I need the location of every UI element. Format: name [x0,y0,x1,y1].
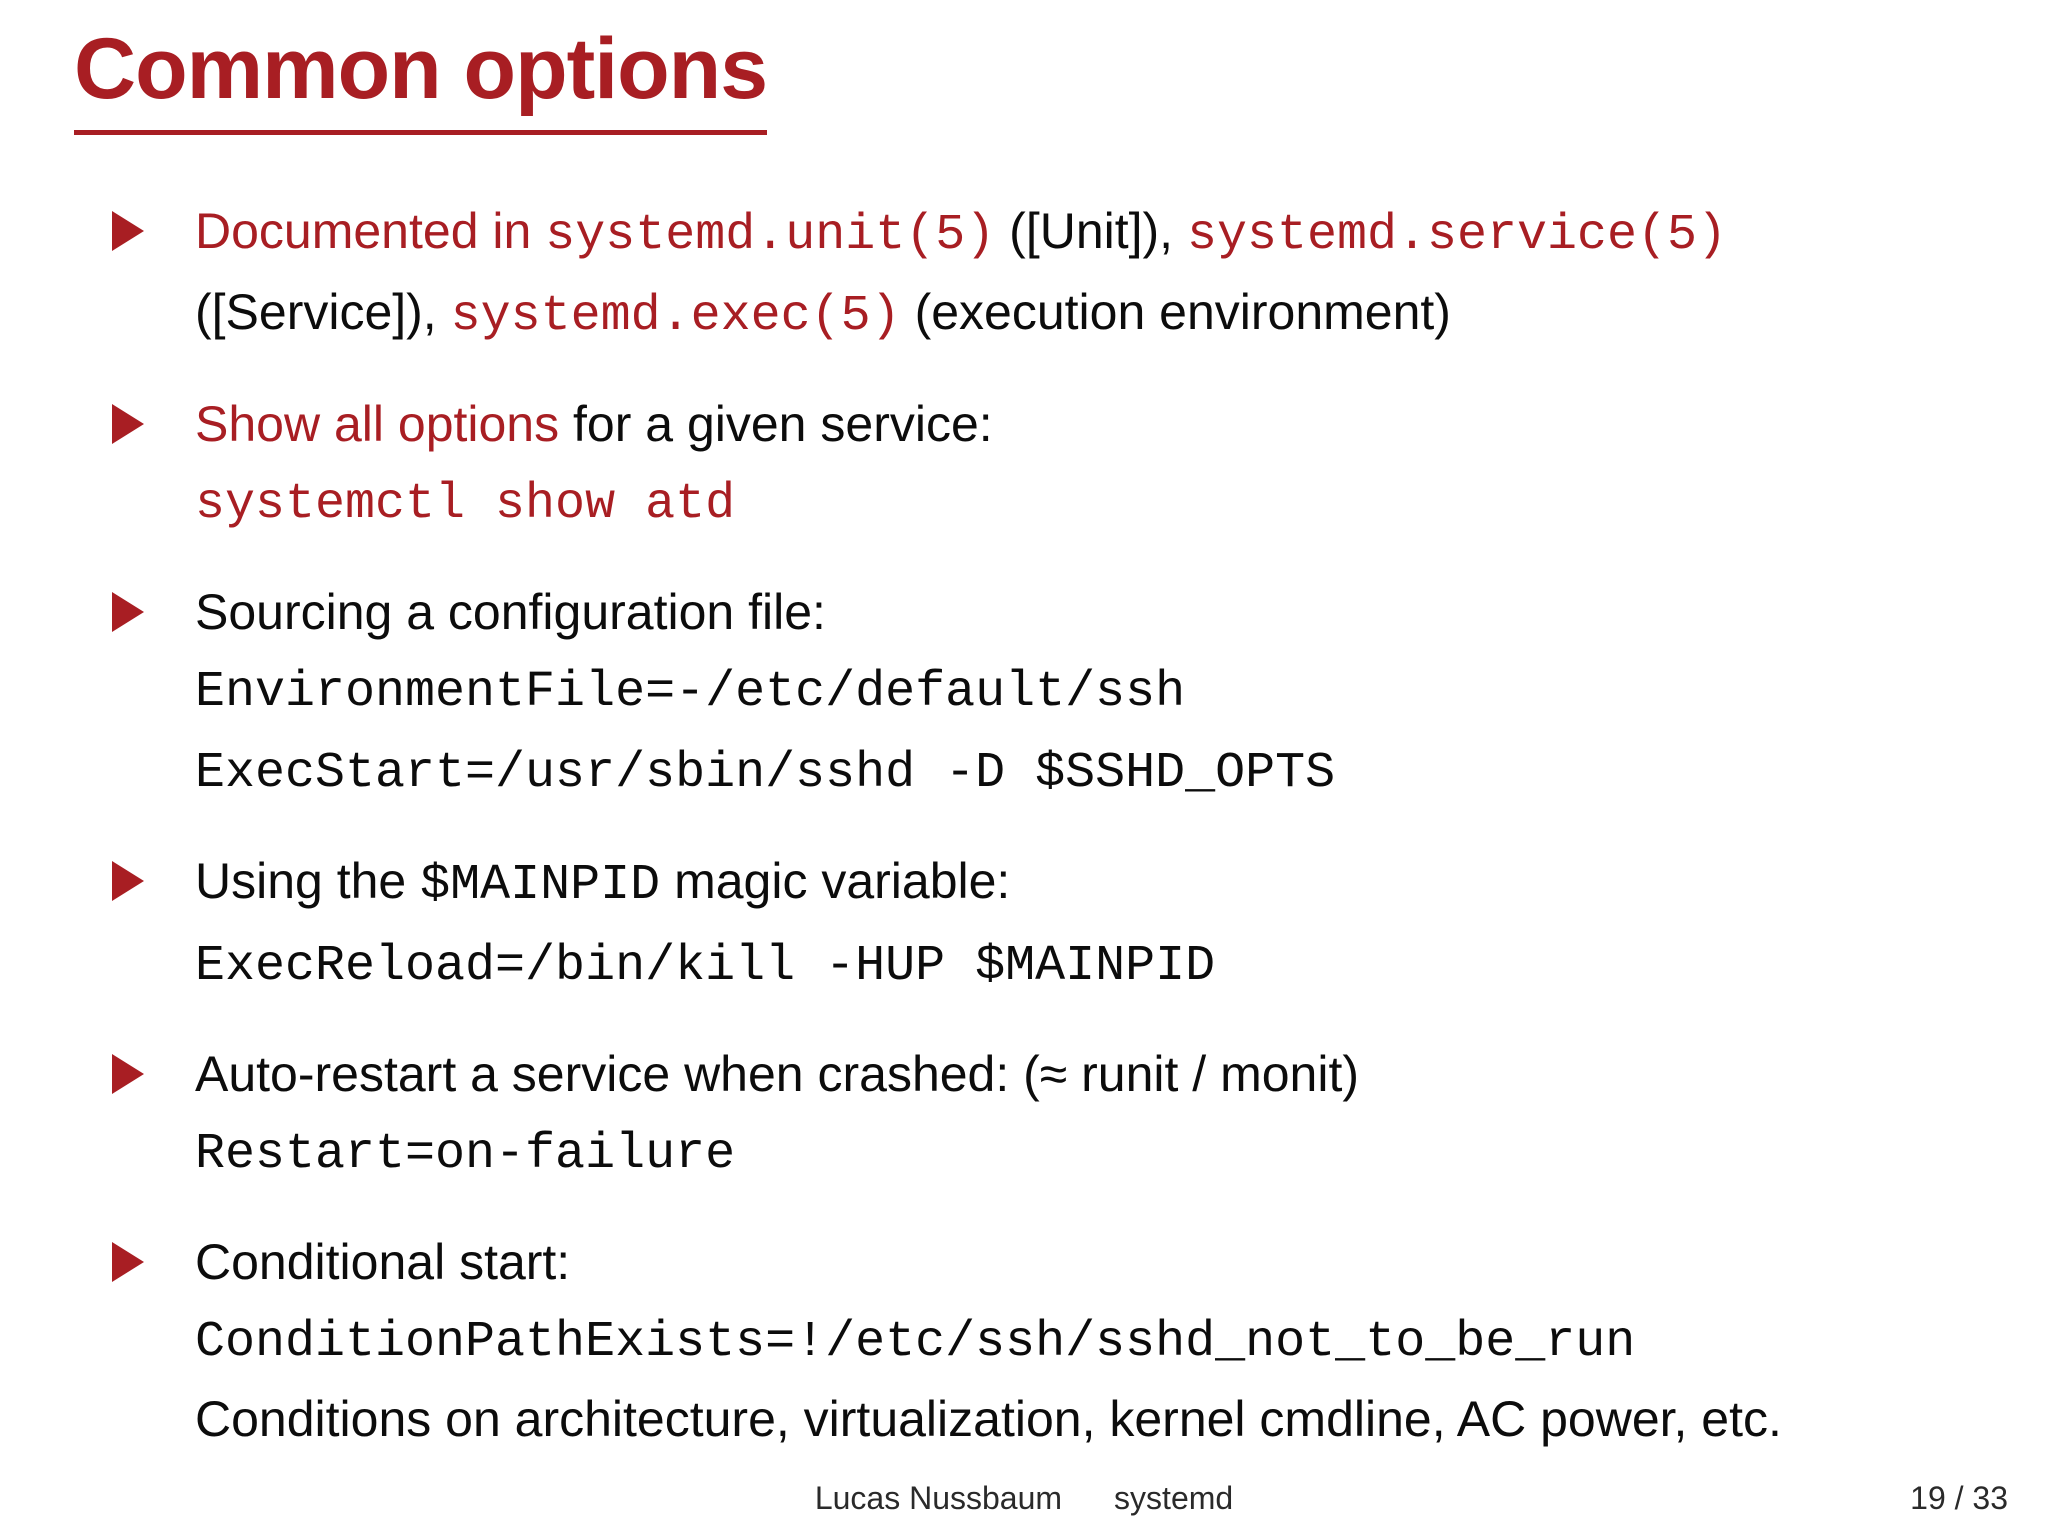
text-segment: ExecStart=/usr/sbin/sshd -D $SSHD_OPTS [195,745,1336,802]
bullet-line: ExecStart=/usr/sbin/sshd -D $SSHD_OPTS [195,731,2018,812]
text-segment: EnvironmentFile=-/etc/default/ssh [195,664,1186,721]
text-segment: ([Service]), [195,284,451,340]
text-segment: ConditionPathExists=!/etc/ssh/sshd_not_t… [195,1314,1636,1371]
footer-deck-title: systemd [1114,1480,1234,1516]
bullet-triangle-icon [112,1242,144,1282]
footer-center: Lucas Nussbaum systemd [0,1480,2048,1517]
bullet-line: Sourcing a configuration file: [195,574,2018,650]
bullet-line: ConditionPathExists=!/etc/ssh/sshd_not_t… [195,1300,2018,1381]
bullet-triangle-icon [112,404,144,444]
bullet-text: Using the $MAINPID magic variable: ExecRe… [195,843,2018,1005]
text-segment: ExecReload=/bin/kill -HUP $MAINPID [195,938,1216,995]
slide-footer: Lucas Nussbaum systemd 19 / 33 [0,1480,2048,1524]
text-segment: Show all options [195,396,560,452]
text-segment: Using the [195,853,421,909]
bullet-text: Auto-restart a service when crashed: (≈ … [195,1036,2018,1193]
text-segment: Conditional start: [195,1234,571,1290]
bullet-text: Conditional start: ConditionPathExists=!/… [195,1224,2018,1457]
text-segment: magic variable: [660,853,1011,909]
text-segment: ([Unit]), [995,203,1187,259]
footer-author: Lucas Nussbaum [814,1480,1063,1516]
text-segment: Restart=on-failure [195,1126,736,1183]
bullet-line: ExecReload=/bin/kill -HUP $MAINPID [195,924,2018,1005]
text-segment: Sourcing a configuration file: [195,584,826,640]
text-segment: systemd.service(5) [1186,207,1728,264]
bullet-item: Auto-restart a service when crashed: (≈ … [108,1036,2018,1193]
bullet-triangle-icon [112,592,144,632]
footer-page-number: 19 / 33 [1910,1480,2008,1516]
bullet-line: Documented in systemd.unit(5) ([Unit]), … [195,193,2018,274]
bullet-triangle-icon [112,1054,144,1094]
bullet-line: Restart=on-failure [195,1112,2018,1193]
bullet-line: systemctl show atd [195,462,2018,543]
text-segment: systemctl show atd [195,476,736,533]
bullet-line: Show all options for a given service: [195,386,2018,462]
bullet-text: Show all options for a given service: sys… [195,386,2018,543]
bullet-line: Conditional start: [195,1224,2018,1300]
bullet-item: Using the $MAINPID magic variable: ExecRe… [108,843,2018,1005]
bullet-item: Show all options for a given service: sys… [108,386,2018,543]
bullet-line: Conditions on architecture, virtualizati… [195,1381,2018,1457]
text-segment: Documented in [195,203,546,259]
bullet-line: Auto-restart a service when crashed: (≈ … [195,1036,2018,1112]
text-segment: systemd.unit(5) [545,207,996,264]
text-segment: (execution environment) [900,284,1451,340]
bullet-text: Sourcing a configuration file: Environmen… [195,574,2018,812]
text-segment: systemd.exec(5) [450,288,901,345]
bullet-line: EnvironmentFile=-/etc/default/ssh [195,650,2018,731]
bullet-item: Conditional start: ConditionPathExists=!/… [108,1224,2018,1457]
text-segment: Conditions on architecture, virtualizati… [195,1391,1782,1447]
bullet-item: Documented in systemd.unit(5) ([Unit]), … [108,193,2018,355]
bullet-list: Documented in systemd.unit(5) ([Unit]), … [108,193,2018,1457]
bullet-line: ([Service]), systemd.exec(5) (execution … [195,274,2018,355]
slide-title: Common options [74,26,768,135]
bullet-item: Sourcing a configuration file: Environmen… [108,574,2018,812]
text-segment: for a given service: [559,396,993,452]
bullet-triangle-icon [112,861,144,901]
bullet-text: Documented in systemd.unit(5) ([Unit]), … [195,193,2018,355]
bullet-triangle-icon [112,211,144,251]
bullet-line: Using the $MAINPID magic variable: [195,843,2018,924]
text-segment: $MAINPID [420,857,661,914]
text-segment: Auto-restart a service when crashed: (≈ … [195,1046,1359,1102]
